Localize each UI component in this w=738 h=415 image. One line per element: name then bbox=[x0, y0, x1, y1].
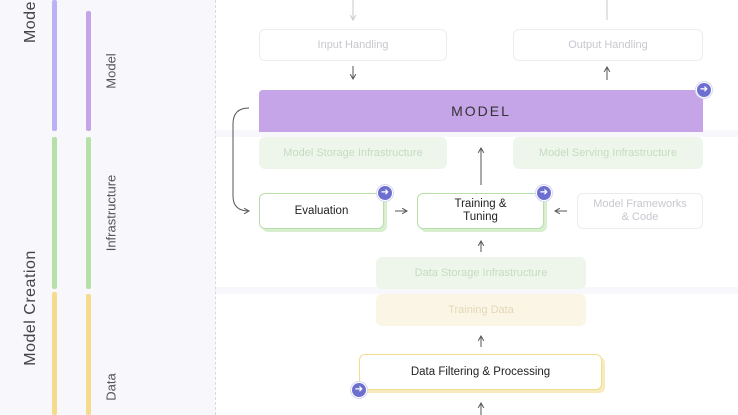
column-divider bbox=[215, 0, 216, 415]
training-tuning-label-line2: Tuning bbox=[463, 211, 498, 223]
data-storage-label: Data Storage Infrastructure bbox=[414, 266, 548, 279]
data-subcategory-stripe bbox=[86, 294, 91, 415]
model-frameworks-code-node[interactable]: Model Frameworks & Code bbox=[577, 193, 703, 229]
model-creation-category-stripe-green bbox=[52, 137, 57, 289]
frameworks-label-line1: Model Frameworks bbox=[593, 198, 687, 210]
arrow-right-circle-icon[interactable]: ➜ bbox=[351, 382, 367, 398]
data-storage-infrastructure-node[interactable]: Data Storage Infrastructure bbox=[376, 257, 586, 289]
data-filtering-processing-node[interactable]: Data Filtering & Processing bbox=[359, 354, 602, 390]
input-handling-label: Input Handling bbox=[317, 38, 389, 51]
data-filtering-label: Data Filtering & Processing bbox=[410, 365, 551, 378]
input-handling-node[interactable]: Input Handling bbox=[259, 29, 447, 61]
output-handling-label: Output Handling bbox=[568, 38, 648, 51]
arrow-right-circle-icon[interactable]: ➜ bbox=[377, 185, 393, 201]
arrow-right-circle-icon[interactable]: ➜ bbox=[696, 82, 712, 98]
arrow-right-circle-icon[interactable]: ➜ bbox=[536, 185, 552, 201]
frameworks-label-line2: & Code bbox=[621, 211, 659, 223]
training-tuning-node[interactable]: Training & Tuning bbox=[417, 193, 544, 229]
model-serving-infrastructure-node[interactable]: Model Serving Infrastructure bbox=[513, 137, 703, 169]
training-data-node[interactable]: Training Data bbox=[376, 294, 586, 326]
evaluation-label: Evaluation bbox=[294, 204, 349, 217]
model-storage-infrastructure-node[interactable]: Model Storage Infrastructure bbox=[259, 137, 447, 169]
evaluation-node[interactable]: Evaluation bbox=[259, 193, 384, 229]
model-storage-label: Model Storage Infrastructure bbox=[283, 146, 423, 159]
model-label: MODEL bbox=[451, 103, 511, 119]
model-creation-category-stripe-yellow bbox=[52, 292, 57, 415]
model-subcategory-stripe bbox=[86, 11, 91, 131]
model-serving-label: Model Serving Infrastructure bbox=[538, 146, 678, 159]
model-node[interactable]: MODEL bbox=[259, 90, 703, 132]
training-data-label: Training Data bbox=[448, 303, 514, 316]
output-handling-node[interactable]: Output Handling bbox=[513, 29, 703, 61]
training-tuning-label-line1: Training & bbox=[454, 198, 507, 210]
infrastructure-subcategory-stripe bbox=[86, 137, 91, 289]
model-category-stripe bbox=[52, 0, 57, 131]
